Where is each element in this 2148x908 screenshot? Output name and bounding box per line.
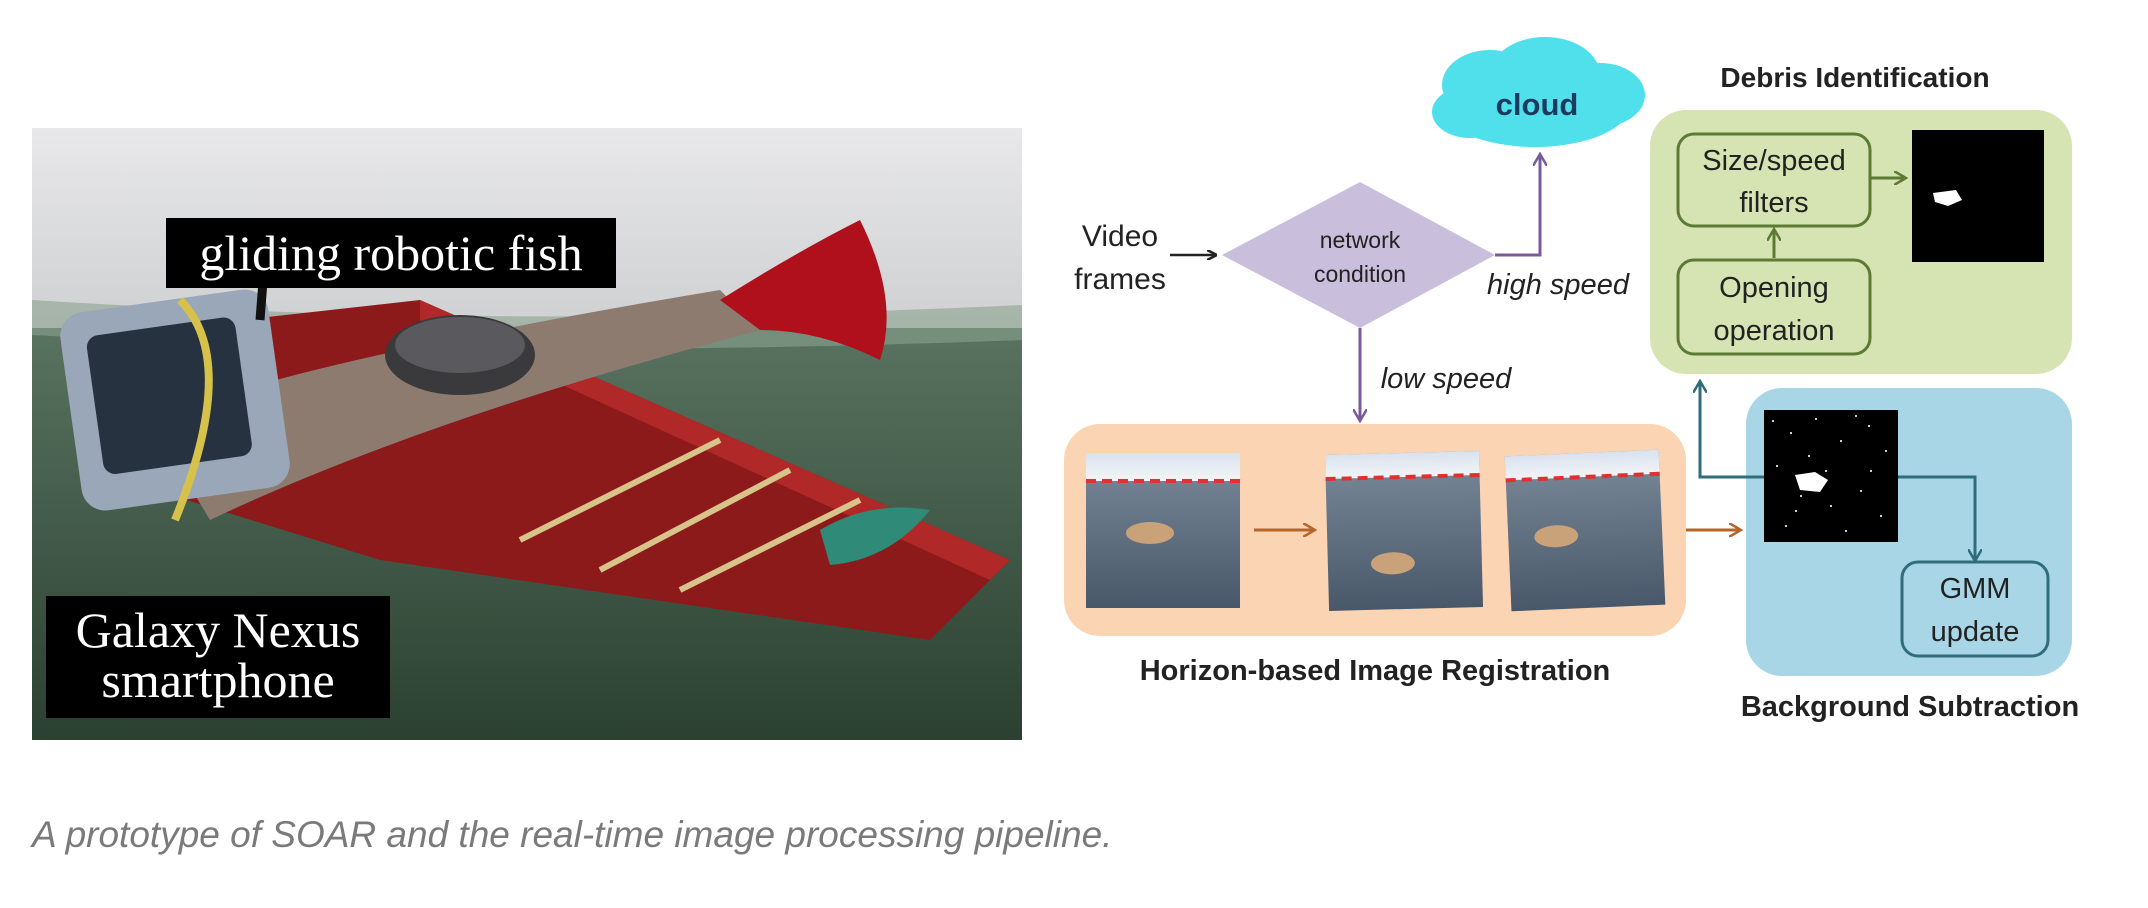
arrow-high-speed: [1495, 155, 1540, 257]
debris-title: Debris Identification: [1720, 62, 1989, 93]
box-opening-operation: [1676, 258, 1872, 356]
decision-network: network: [1320, 227, 1401, 253]
high-speed-label: high speed: [1487, 269, 1630, 301]
decision-condition: condition: [1314, 261, 1406, 287]
input-frames: frames: [1074, 263, 1166, 296]
opening-line2: operation: [1714, 315, 1835, 347]
cloud-label: cloud: [1496, 87, 1579, 122]
box-size-speed-filters: [1676, 132, 1872, 228]
debris-mask-image: [1912, 130, 2044, 262]
input-video: Video: [1082, 220, 1158, 253]
foreground-mask-image: [1764, 410, 1898, 542]
gmm-line2: update: [1931, 616, 2020, 648]
label-smartphone: smartphone: [101, 652, 334, 708]
decision-network-condition: [1222, 182, 1495, 328]
size-filter-line1: Size/speed: [1702, 145, 1846, 177]
arrow-mask-to-gmm: [1898, 475, 1975, 560]
frame-image-2: [1325, 451, 1484, 611]
label-bottom-box: [46, 596, 390, 718]
box-gmm-update: [1900, 560, 2050, 658]
label-galaxy-nexus: Galaxy Nexus: [76, 602, 361, 658]
low-speed-label: low speed: [1381, 363, 1512, 395]
background-title: Background Subtraction: [1741, 691, 2079, 723]
gmm-line1: GMM: [1940, 573, 2011, 605]
cloud-shape: [1432, 37, 1645, 147]
size-filter-line2: filters: [1739, 187, 1808, 219]
arrow-background-to-debris: [1700, 382, 1764, 479]
figure-caption: A prototype of SOAR and the real-time im…: [32, 814, 1113, 855]
label-top-box: [166, 218, 616, 288]
opening-line1: Opening: [1719, 272, 1829, 304]
label-gliding-robotic-fish: gliding robotic fish: [199, 225, 582, 281]
frame-image-3: [1504, 449, 1666, 612]
frame-image-1: [1086, 453, 1240, 608]
registration-title: Horizon-based Image Registration: [1140, 655, 1611, 687]
